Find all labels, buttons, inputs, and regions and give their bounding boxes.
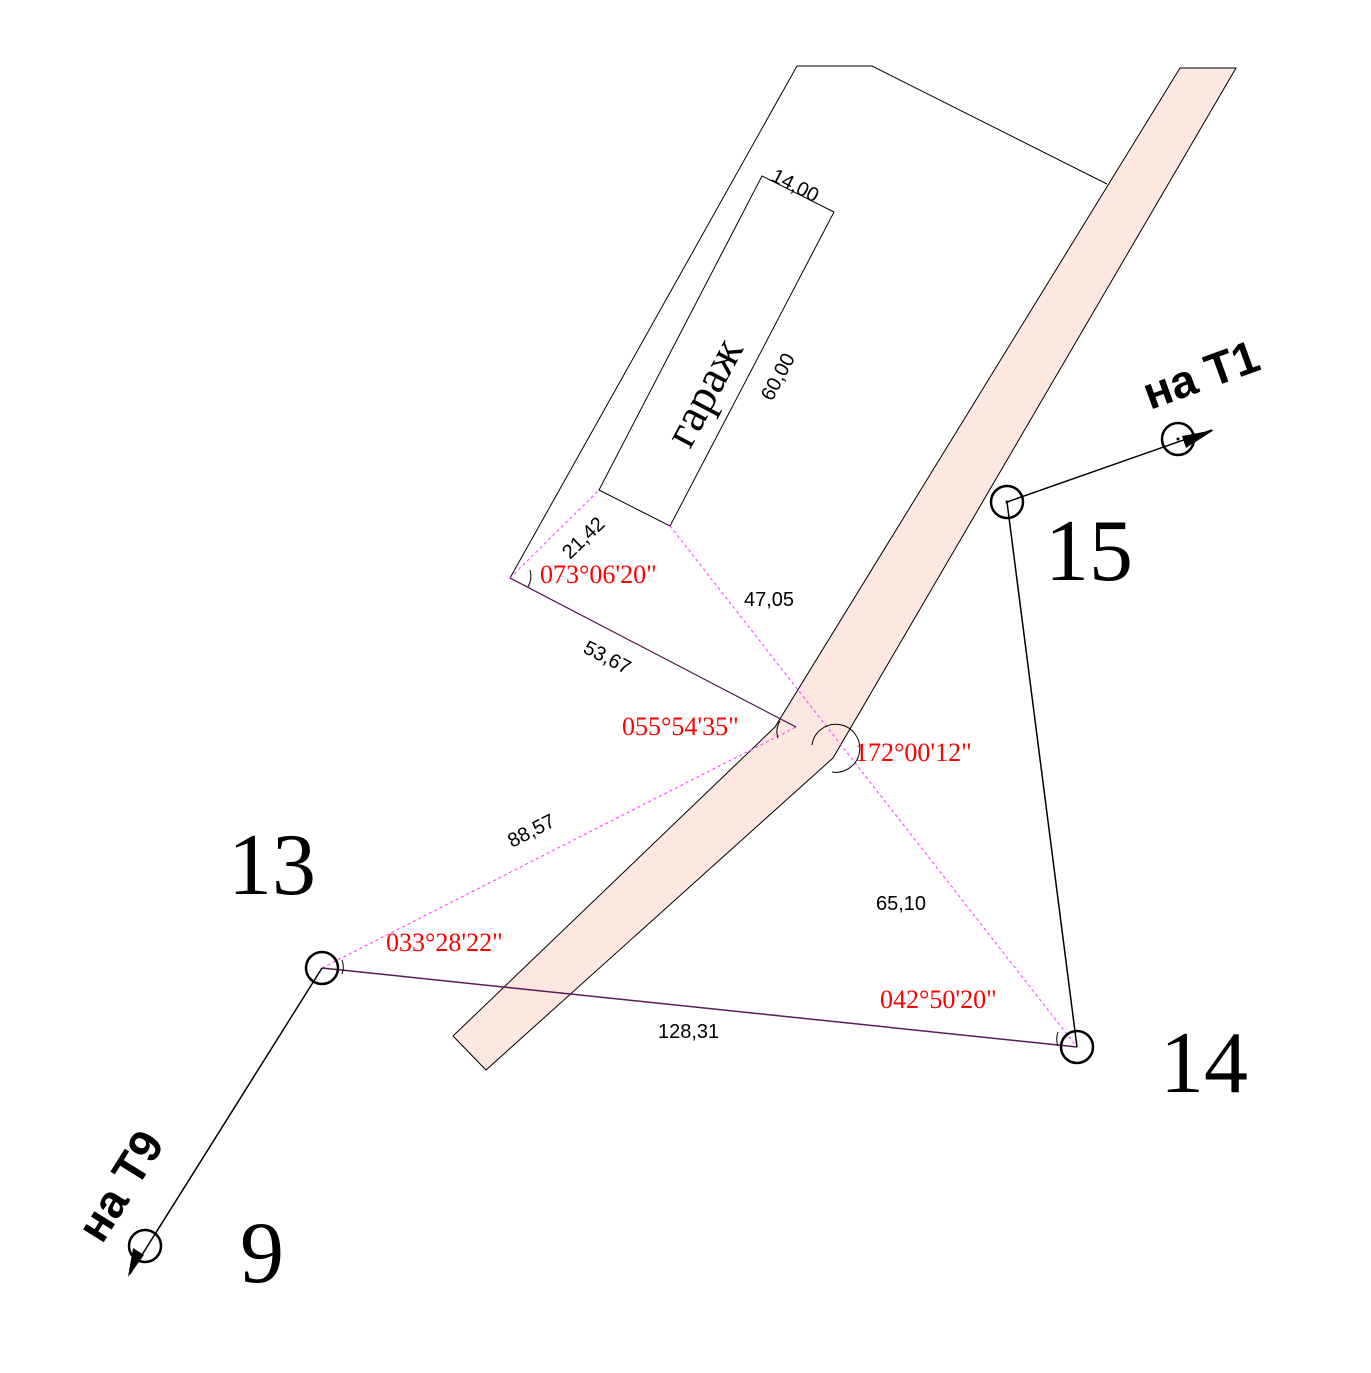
line-15-to-t1 [1006,429,1213,503]
dim-14-00: 14,00 [768,165,823,207]
dim-47-05: 47,05 [744,589,794,611]
point-14-marker [1059,1029,1095,1065]
point-13-marker [304,950,340,986]
arc-055 [776,720,781,739]
arrow-head-t1 [1182,430,1214,448]
angle-042: 042°50'20" [880,985,997,1014]
angle-172: 172°00'12" [855,738,972,767]
dashed-line-88-57 [321,726,797,969]
garage-label: гараж [654,329,753,454]
dim-128-31: 128,31 [658,1021,719,1043]
dim-88-57: 88,57 [504,810,559,852]
line-14-15 [1006,501,1078,1048]
point-t1-marker [1160,421,1196,457]
dim-60-00: 60,00 [757,350,800,405]
dim-65-10: 65,10 [876,893,926,915]
direction-label-t1: на Т1 [1136,330,1266,420]
arc-172 [811,723,861,773]
dashed-line-21-42 [509,489,600,579]
point-label-13: 13 [228,817,316,914]
dim-21-42: 21,42 [558,513,609,564]
road-strip [452,67,1237,1071]
angle-033: 033°28'22" [386,928,503,957]
point-9-marker [127,1228,163,1264]
angle-055: 055°54'35" [622,712,739,741]
measurement-lines [321,489,1078,1048]
angle-arcs [341,569,1059,1047]
arc-042 [1056,1031,1059,1047]
angle-073: 073°06'20" [540,560,657,589]
point-label-9: 9 [240,1205,284,1302]
line-53-67 [509,577,797,728]
dim-53-67: 53,67 [580,637,635,679]
point-15-center [1005,500,1009,504]
point-label-14: 14 [1160,1015,1248,1112]
traverse-line-13-14 [321,967,1078,1048]
point-t1-center [1176,437,1180,441]
arc-073 [527,569,532,588]
line-13-to-t9 [129,967,323,1275]
point-label-15: 15 [1045,503,1133,600]
point-15-marker [989,484,1025,520]
survey-markers [127,421,1196,1264]
dashed-line-garage-to-14 [669,525,1078,1048]
arc-033 [341,959,344,975]
